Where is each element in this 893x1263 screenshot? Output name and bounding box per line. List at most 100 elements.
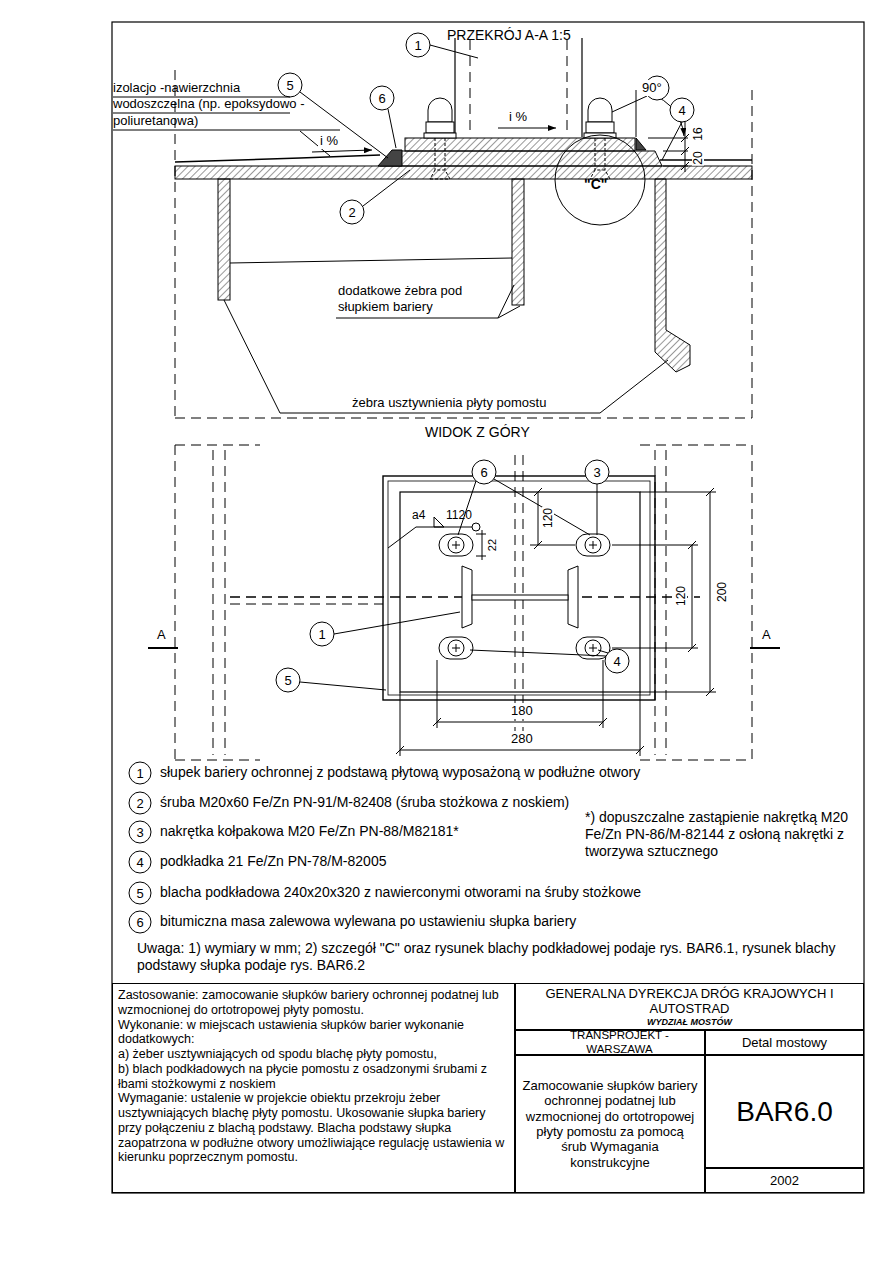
drawing-line bbox=[595, 138, 596, 170]
drawing-line bbox=[175, 445, 176, 760]
drawing-line bbox=[688, 644, 696, 652]
cell-text: Zastosowanie: zamocowanie słupków barier… bbox=[118, 988, 509, 1018]
drawing-line bbox=[612, 648, 698, 649]
drawing-line bbox=[426, 122, 454, 133]
drawing-line bbox=[586, 122, 614, 133]
drawing-line bbox=[430, 170, 450, 179]
drawing-line bbox=[494, 479, 590, 535]
drawing-line bbox=[636, 138, 646, 150]
part-description: śruba M20x60 Fe/Zn PN-91/M-82408 (śruba … bbox=[160, 794, 569, 811]
drawing-line bbox=[334, 612, 460, 634]
part-description: blacha podkładowa 240x20x320 z nawiercon… bbox=[160, 884, 641, 901]
drawing-line bbox=[230, 604, 383, 605]
drawing-line bbox=[598, 650, 608, 653]
drawing-line bbox=[688, 541, 696, 549]
drawing-line bbox=[576, 534, 610, 556]
drawing-line bbox=[437, 660, 438, 728]
drawing-line bbox=[434, 517, 444, 527]
authority-cell: GENERALNA DYREKCJA DRÓG KRAJOWYCH I AUTO… bbox=[515, 983, 864, 1030]
callout-number: 5 bbox=[284, 674, 291, 687]
drawing-line bbox=[670, 98, 694, 122]
part-description: nakrętka kołpakowa M20 Fe/Zn PN-88/M8218… bbox=[160, 823, 459, 840]
footnote: *) dopuszczalne zastąpienie nakrętką M20… bbox=[585, 809, 857, 859]
drawing-line bbox=[600, 360, 668, 413]
layer-note: izolacjo -nawierzchnia wodoszczelna (np.… bbox=[113, 80, 321, 129]
drawing-line bbox=[276, 668, 300, 692]
part-description: bitumiczna masa zalewowa wylewana po ust… bbox=[160, 913, 576, 930]
drawing-line bbox=[470, 650, 606, 656]
drawing-line bbox=[612, 545, 698, 546]
drawing-line bbox=[498, 306, 520, 318]
drawing-line bbox=[640, 760, 752, 761]
cell-text: Wymaganie: ustalenie w projekcie obiektu… bbox=[118, 1091, 509, 1165]
drawing-line bbox=[603, 660, 604, 728]
callout-number: 1 bbox=[318, 628, 325, 641]
drawing-line bbox=[213, 450, 214, 755]
drawing-line bbox=[692, 545, 693, 648]
dimension: 120 bbox=[675, 585, 687, 607]
cell-text: Detal mostowy bbox=[742, 1035, 827, 1050]
dimension: 20 bbox=[692, 150, 704, 165]
drawing-line bbox=[636, 746, 644, 754]
drawing-line bbox=[472, 595, 568, 600]
callout-number: 2 bbox=[136, 797, 143, 810]
drawing-line bbox=[129, 792, 151, 814]
section-mark: A bbox=[157, 627, 166, 643]
drawing-line bbox=[383, 476, 655, 700]
drawing-line bbox=[336, 318, 498, 319]
angle-label: 90° bbox=[640, 80, 664, 96]
drawing-line bbox=[129, 762, 151, 784]
notes-cell: Zastosowanie: zamocowanie słupków barier… bbox=[112, 983, 515, 1193]
drawing-line bbox=[129, 821, 151, 843]
drawing-line bbox=[175, 445, 260, 446]
drawing-line bbox=[380, 151, 662, 166]
drawing-line bbox=[435, 138, 436, 170]
drawing-line bbox=[462, 566, 472, 628]
drawing-line bbox=[129, 882, 151, 904]
drawing-line bbox=[148, 488, 780, 756]
drawing-line bbox=[605, 138, 606, 170]
year-cell: 2002 bbox=[705, 1168, 864, 1193]
type-cell: Detal mostowy bbox=[705, 1030, 864, 1055]
cell-text: BAR6.0 bbox=[736, 1095, 833, 1128]
drawing-line bbox=[530, 545, 575, 546]
drawing-line bbox=[750, 647, 780, 649]
drawing-line bbox=[482, 530, 483, 560]
callout-number: 3 bbox=[136, 826, 143, 839]
drawing-line bbox=[706, 488, 714, 496]
dimension: 16 bbox=[692, 126, 704, 141]
cell-text: 2002 bbox=[770, 1173, 799, 1188]
drawing-line bbox=[113, 45, 682, 413]
weld-length: 1120 bbox=[446, 508, 472, 522]
weld-size: a4 bbox=[412, 508, 425, 522]
drawing-line bbox=[585, 640, 601, 656]
part-description: słupek bariery ochronnej z podstawą płyt… bbox=[160, 764, 640, 781]
drawing-line bbox=[640, 692, 641, 756]
drawing-line bbox=[640, 445, 752, 446]
view-title: WIDOK Z GÓRY bbox=[425, 424, 530, 441]
section-title: PRZEKRÓJ A-A 1:5 bbox=[447, 27, 571, 44]
drawing-line bbox=[498, 285, 514, 318]
drawing-line bbox=[752, 90, 753, 418]
drawing-line bbox=[278, 33, 694, 224]
drawing-line bbox=[681, 134, 689, 142]
drawing-line bbox=[710, 492, 711, 692]
cell-text: GENERALNA DYREKCJA DRÓG KRAJOWYCH I AUTO… bbox=[520, 986, 859, 1017]
drawing-line bbox=[396, 746, 404, 754]
rib-label: dodatkowe żebra pod słupkiem bariery bbox=[338, 283, 498, 314]
drawing-line bbox=[472, 460, 496, 484]
callout-number: 1 bbox=[414, 39, 421, 52]
drawing-line bbox=[655, 179, 690, 372]
part-description: podkładka 21 Fe/Zn PN-78/M-82005 bbox=[160, 853, 386, 870]
cell-text: Zamocowanie słupków bariery ochronnej po… bbox=[522, 1078, 698, 1170]
callout-number: 4 bbox=[136, 856, 143, 869]
drawing-line bbox=[439, 534, 610, 659]
drawing-line bbox=[230, 258, 512, 263]
drawing-line bbox=[388, 481, 650, 695]
dimension: 280 bbox=[509, 731, 535, 747]
drawing-line bbox=[225, 450, 226, 755]
drawing-number-cell: BAR6.0 bbox=[705, 1055, 864, 1168]
section-mark: A bbox=[762, 627, 771, 643]
drawing-line bbox=[113, 130, 340, 131]
drawing-line bbox=[300, 479, 608, 690]
